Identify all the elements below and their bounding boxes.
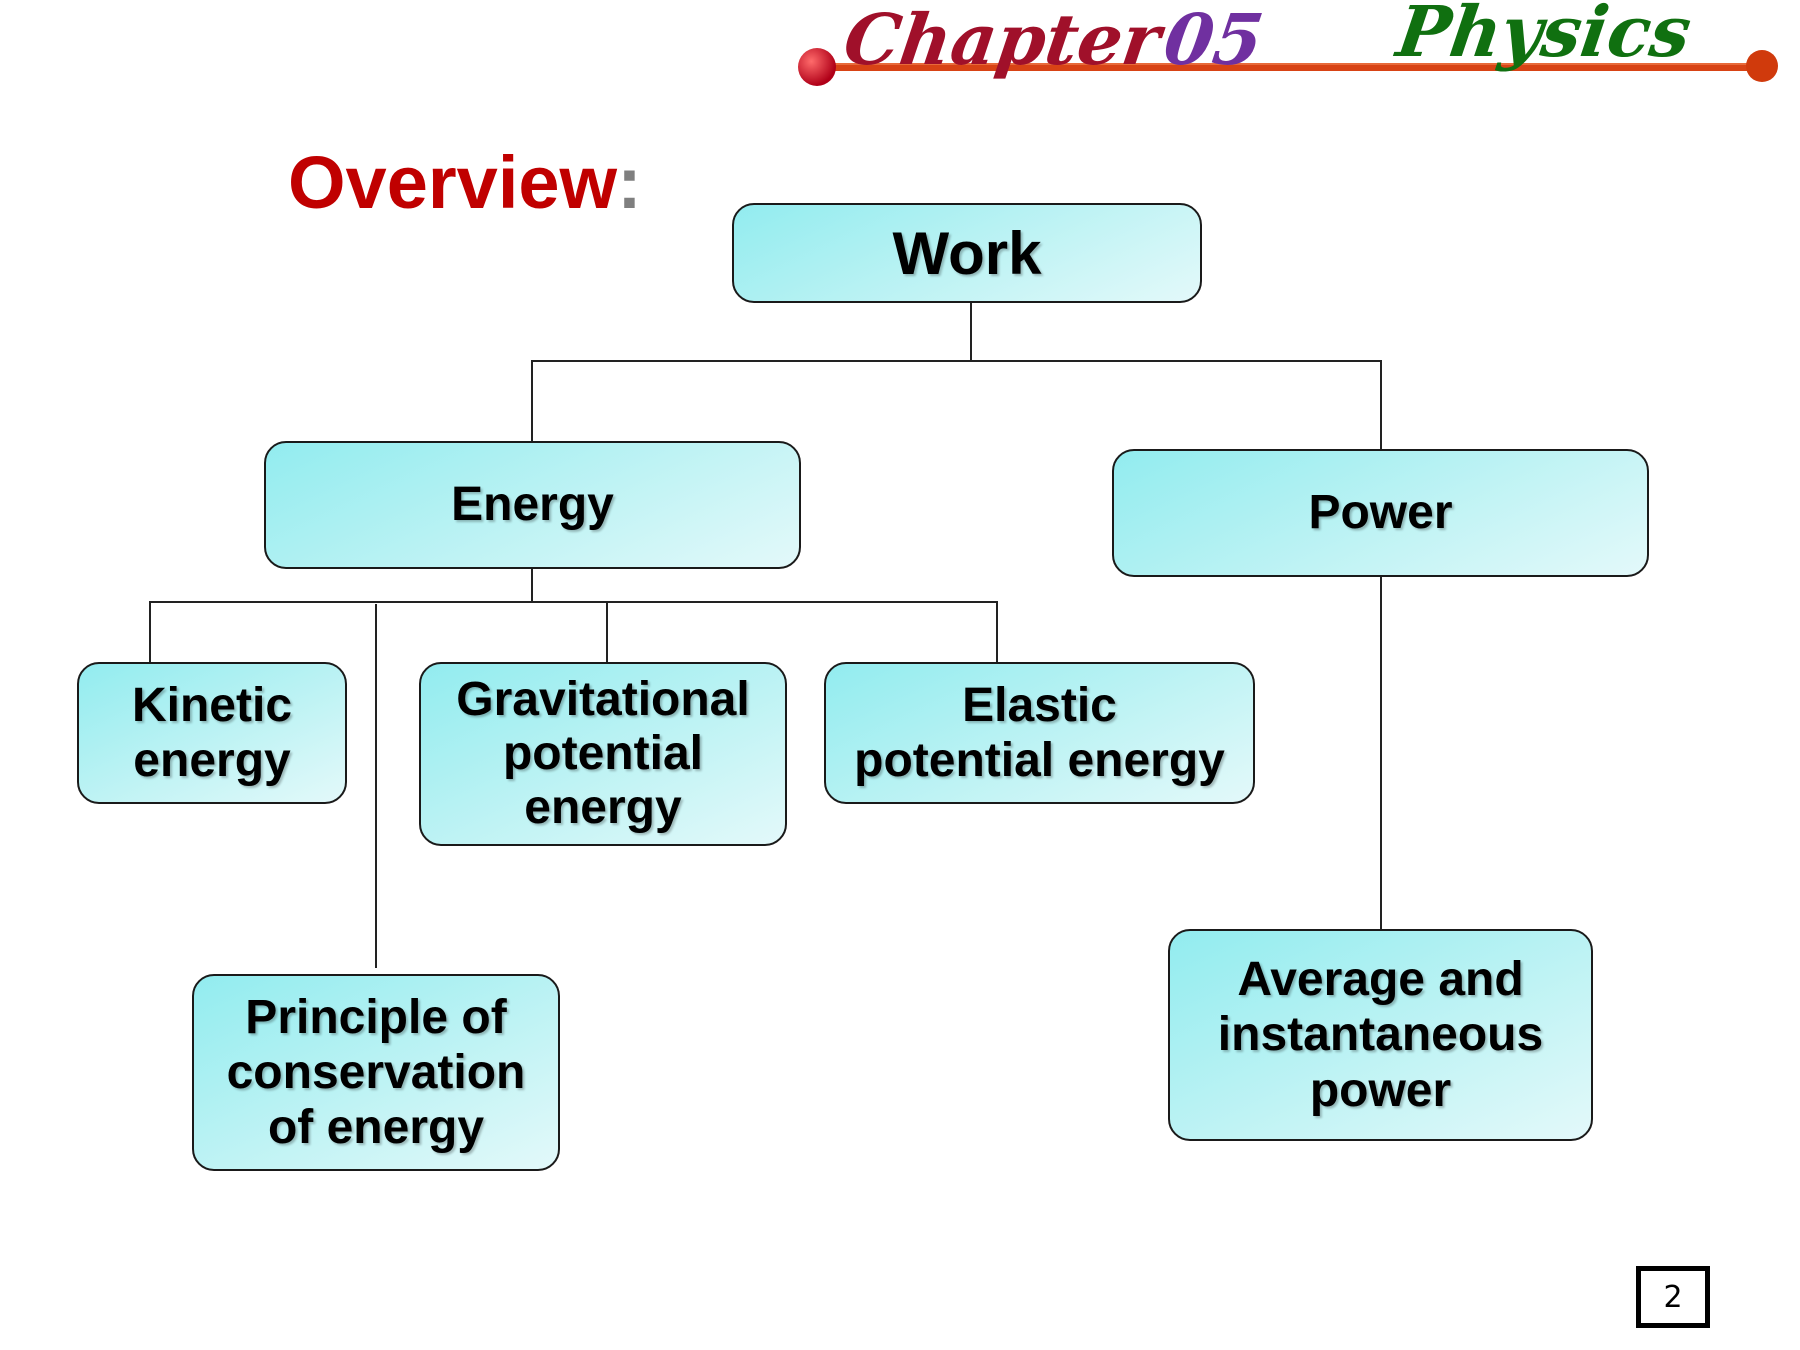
energy-label: Energy <box>451 478 614 532</box>
connector-work-down <box>970 302 972 362</box>
conservation-node: Principle of conservation of energy <box>192 974 560 1171</box>
connector-energy-down <box>531 568 533 602</box>
connector-to-power <box>1380 360 1382 449</box>
elastic-energy-node: Elastic potential energy <box>824 662 1255 804</box>
chapter-number: 05 <box>1159 0 1269 81</box>
connector-to-kinetic <box>149 601 151 662</box>
gravitational-energy-node: Gravitational potential energy <box>419 662 787 846</box>
title-text: Overview <box>288 141 618 224</box>
conservation-label: Principle of conservation of energy <box>226 990 526 1155</box>
gravitational-energy-label: Gravitational potential energy <box>456 673 750 834</box>
page-number-box: 2 <box>1636 1266 1710 1328</box>
header-right-bullet <box>1746 50 1778 82</box>
connector-to-energy <box>531 360 533 441</box>
avg-power-label: Average and instantaneous power <box>1217 953 1544 1117</box>
chapter-label: Chapter <box>839 0 1166 81</box>
connector-to-avg-power <box>1380 576 1382 929</box>
title-colon: : <box>617 141 642 224</box>
avg-power-node: Average and instantaneous power <box>1168 929 1593 1141</box>
subject-label: Physics <box>1392 0 1697 73</box>
connector-to-elastic <box>996 601 998 662</box>
energy-node: Energy <box>264 441 801 569</box>
connector-work-branch <box>531 360 1382 362</box>
power-label: Power <box>1308 486 1453 540</box>
connector-to-gravitational <box>606 601 608 662</box>
elastic-energy-label: Elastic potential energy <box>854 678 1225 787</box>
work-node: Work <box>732 203 1202 303</box>
work-label: Work <box>892 219 1042 287</box>
header-rule <box>812 63 1762 71</box>
kinetic-energy-node: Kinetic energy <box>77 662 347 804</box>
kinetic-energy-label: Kinetic energy <box>131 678 293 787</box>
connector-to-conservation <box>375 604 377 968</box>
header-left-bullet <box>798 48 836 86</box>
page-title: Overview: <box>288 140 642 225</box>
page-number: 2 <box>1663 1279 1683 1315</box>
connector-energy-branch <box>149 601 998 603</box>
power-node: Power <box>1112 449 1649 577</box>
